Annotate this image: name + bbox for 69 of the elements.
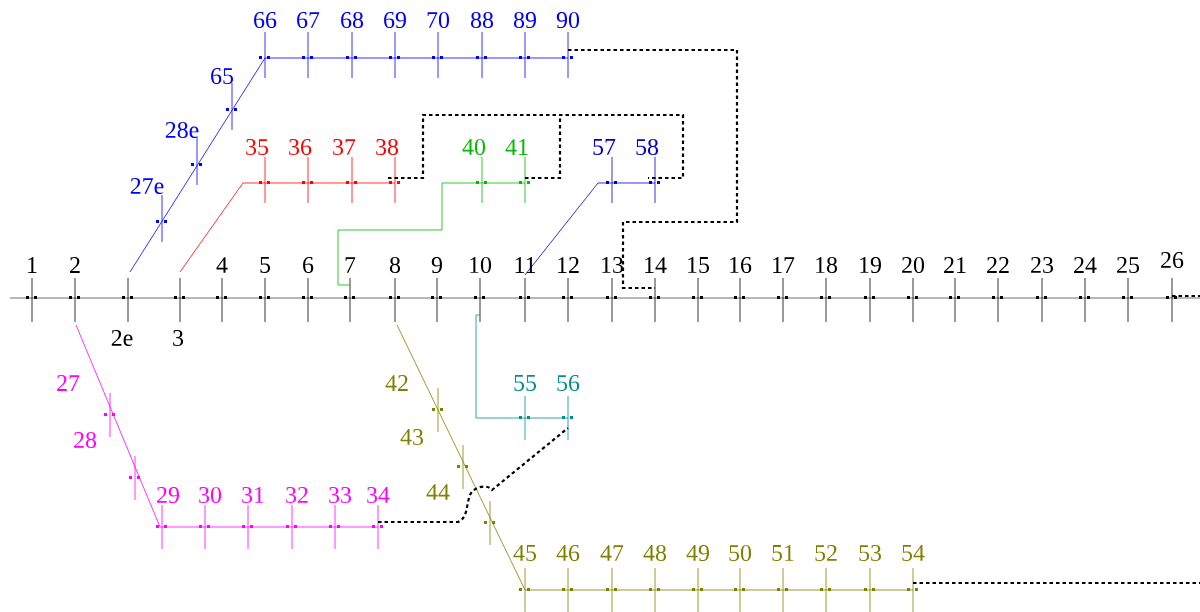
stop-number: 45 — [513, 545, 536, 561]
stop-number: 27 — [57, 375, 80, 391]
stop-number: 49 — [686, 544, 709, 562]
stop-number: 35 — [246, 138, 268, 156]
stop-number: 53 — [859, 544, 881, 562]
stop-number: 23 — [1031, 256, 1053, 274]
stop-number: 33 — [329, 486, 351, 504]
stop-number: 54 — [902, 545, 925, 561]
stop-number: 69 — [384, 11, 406, 29]
stop-number: 40 — [462, 138, 486, 156]
stop-number: 41 — [505, 139, 528, 155]
stop-number: 28e — [165, 121, 199, 139]
stop-number: 32 — [286, 486, 308, 504]
stop-number: 65 — [211, 67, 233, 85]
stop-number: 13 — [602, 256, 623, 274]
stop-number: 10 — [470, 256, 492, 274]
stop-number: 2e — [111, 329, 133, 347]
stop-number: 8 — [389, 256, 401, 274]
stop-number: 11 — [515, 257, 536, 273]
stop-number: 51 — [772, 545, 794, 561]
stop-number: 26 — [1161, 251, 1184, 269]
stop-number: 24 — [1074, 257, 1097, 273]
stop-number: 30 — [199, 486, 222, 504]
stop-number: 21 — [944, 257, 966, 273]
stop-number: 5 — [260, 257, 271, 273]
stop-number: 17 — [773, 257, 795, 273]
stop-number: 43 — [400, 428, 423, 446]
stop-number: 34 — [367, 486, 390, 504]
stop-number: 55 — [514, 375, 536, 391]
stop-number: 12 — [558, 257, 579, 273]
stop-number: 56 — [557, 374, 580, 392]
stop-number: 48 — [643, 544, 667, 562]
stop-number: 1 — [28, 257, 37, 273]
stop-number: 25 — [1117, 256, 1139, 274]
stop-number: 2 — [70, 257, 80, 273]
stop-number: 16 — [730, 256, 752, 274]
stop-number: 46 — [556, 544, 580, 562]
stop-number: 15 — [688, 257, 709, 273]
stop-number: 20 — [902, 256, 925, 274]
stop-number: 44 — [426, 484, 450, 500]
stop-number: 68 — [341, 11, 364, 29]
stop-number: 57 — [593, 139, 616, 155]
stop-number: 19 — [860, 256, 881, 274]
stop-number: 28 — [74, 431, 97, 449]
stop-number: 50 — [729, 544, 752, 562]
stop-number: 4 — [216, 257, 228, 273]
stop-number: 22 — [987, 257, 1009, 273]
stop-number: 70 — [427, 11, 450, 29]
stop-number: 52 — [815, 544, 837, 562]
stop-number: 66 — [254, 11, 277, 29]
stop-number: 67 — [297, 11, 320, 29]
stop-number: 47 — [600, 545, 624, 561]
stop-number: 18 — [816, 256, 838, 274]
stop-number: 90 — [556, 11, 580, 29]
stop-number: 36 — [289, 138, 312, 156]
stop-number: 14 — [645, 257, 667, 273]
stop-number: 42 — [385, 375, 408, 391]
stop-number: 58 — [636, 138, 659, 156]
stop-number: 29 — [157, 486, 179, 504]
stop-number: 31 — [242, 486, 264, 504]
stop-number: 3 — [173, 329, 184, 347]
stop-number: 88 — [470, 11, 494, 29]
stop-number: 27e — [130, 177, 164, 195]
stop-number: 38 — [376, 138, 399, 156]
stop-number: 9 — [431, 256, 442, 274]
stop-number: 37 — [333, 138, 356, 156]
stop-number: 6 — [303, 256, 314, 274]
stop-number: 89 — [513, 11, 536, 29]
stop-number: 7 — [345, 257, 356, 273]
